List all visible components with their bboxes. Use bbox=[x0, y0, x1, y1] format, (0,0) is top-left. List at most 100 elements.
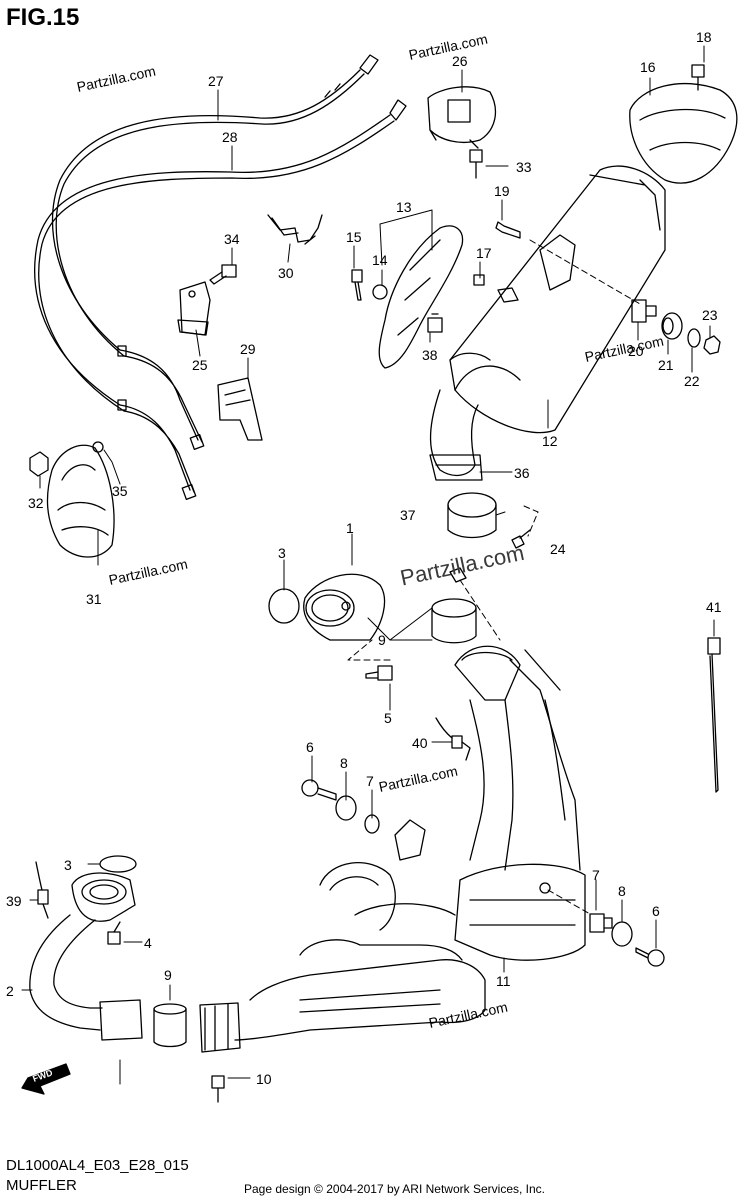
callout: 21 bbox=[658, 357, 674, 373]
bolt-10 bbox=[211, 1075, 225, 1103]
svg-text:Partzilla.com: Partzilla.com bbox=[583, 333, 665, 365]
sensor-40 bbox=[435, 717, 471, 761]
callout: 20 bbox=[628, 343, 644, 359]
cable-28 bbox=[34, 99, 407, 412]
callout: 5 bbox=[384, 710, 392, 726]
washer-22 bbox=[687, 328, 701, 348]
callout: 35 bbox=[112, 483, 128, 499]
callout: 25 bbox=[192, 357, 208, 373]
bolt-18 bbox=[691, 64, 705, 91]
svg-text:Partzilla.com: Partzilla.com bbox=[407, 31, 489, 63]
exhaust-pipe-2 bbox=[29, 872, 143, 1041]
callout: 32 bbox=[28, 495, 44, 511]
callout: 6 bbox=[652, 903, 660, 919]
callout: 24 bbox=[550, 541, 566, 557]
exploded-parts-diagram: Partzilla.com Partzilla.com Partzilla.co… bbox=[6, 29, 738, 1103]
diagram-code: DL1000AL4_E03_E28_015 bbox=[6, 1157, 189, 1174]
cable-lower-ends bbox=[119, 349, 203, 493]
gasket-3-upper bbox=[268, 588, 300, 624]
callout: 10 bbox=[256, 1071, 272, 1087]
connector-9-upper bbox=[431, 598, 477, 644]
callout: 12 bbox=[542, 433, 558, 449]
page-footer: Page design © 2004-2017 by ARI Network S… bbox=[244, 1182, 546, 1196]
callout: 13 bbox=[396, 199, 412, 215]
nut-17 bbox=[473, 274, 485, 286]
callout: 23 bbox=[702, 307, 718, 323]
callout: 34 bbox=[224, 231, 240, 247]
svg-text:Partzilla.com: Partzilla.com bbox=[377, 763, 459, 795]
callout: 1 bbox=[346, 520, 354, 536]
sensor-39 bbox=[35, 861, 49, 919]
watermark-faint: Partzilla.com Partzilla.com Partzilla.co… bbox=[75, 31, 665, 1031]
callout: 19 bbox=[494, 183, 510, 199]
gasket-37 bbox=[447, 492, 497, 539]
nut-23 bbox=[703, 335, 721, 355]
damper-26 bbox=[427, 86, 497, 149]
callout: 11 bbox=[496, 973, 511, 989]
callout: 30 bbox=[278, 265, 294, 281]
heat-cover-31 bbox=[46, 444, 115, 558]
end-cap-16 bbox=[629, 82, 738, 184]
exhaust-pipe-11 bbox=[199, 645, 586, 1053]
bolt-19 bbox=[495, 221, 521, 239]
protector-13 bbox=[378, 225, 464, 369]
callout: 33 bbox=[516, 159, 532, 175]
callout: 40 bbox=[412, 735, 428, 751]
callout: 36 bbox=[514, 465, 530, 481]
callout-labels: 1 2 3 3 4 5 6 6 7 7 8 8 9 9 10 11 12 13 … bbox=[6, 29, 722, 1087]
callout: 41 bbox=[706, 599, 722, 615]
gasket-3-lower bbox=[99, 855, 137, 873]
bolt-34 bbox=[209, 264, 237, 285]
svg-text:Partzilla.com: Partzilla.com bbox=[75, 63, 157, 95]
clamp-30 bbox=[267, 214, 323, 245]
callout: 37 bbox=[400, 507, 416, 523]
svg-text:Partzilla.com: Partzilla.com bbox=[107, 556, 189, 588]
washer-14 bbox=[372, 284, 388, 300]
callout: 14 bbox=[372, 252, 388, 268]
bolt-33 bbox=[469, 149, 483, 179]
callout: 4 bbox=[144, 935, 152, 951]
bracket-25 bbox=[177, 281, 211, 336]
joint-pipe-1 bbox=[303, 573, 386, 641]
figure-title: FIG.15 bbox=[6, 4, 80, 31]
fwd-arrow-icon bbox=[21, 1063, 71, 1095]
callout: 2 bbox=[6, 983, 14, 999]
callout: 28 bbox=[222, 129, 238, 145]
washer-35 bbox=[92, 441, 104, 453]
callout: 27 bbox=[208, 73, 224, 89]
callout: 8 bbox=[618, 883, 626, 899]
bolt-15 bbox=[351, 269, 363, 301]
bolt-6-lower bbox=[635, 947, 665, 967]
bracket-29 bbox=[217, 377, 263, 441]
connector-9-lower bbox=[153, 1003, 187, 1048]
nut-32 bbox=[29, 451, 49, 477]
callout: 18 bbox=[696, 29, 712, 45]
callout: 26 bbox=[452, 53, 468, 69]
bolt-24 bbox=[511, 529, 531, 549]
leader-lines bbox=[21, 45, 715, 1085]
muffler-12 bbox=[429, 165, 666, 481]
bolt-mid bbox=[449, 567, 467, 583]
callout: 9 bbox=[164, 967, 172, 983]
callout: 15 bbox=[346, 229, 362, 245]
callout: 3 bbox=[64, 857, 72, 873]
callout: 39 bbox=[6, 893, 22, 909]
bushing-38 bbox=[427, 313, 443, 333]
callout: 6 bbox=[306, 739, 314, 755]
callout: 7 bbox=[592, 867, 600, 883]
collar-20 bbox=[631, 299, 657, 323]
callout: 9 bbox=[378, 632, 386, 648]
bolt-5 bbox=[365, 665, 393, 681]
callout: 17 bbox=[476, 245, 492, 261]
bolt-4 bbox=[107, 921, 121, 945]
cable-tie-41 bbox=[707, 637, 721, 793]
callout: 22 bbox=[684, 373, 700, 389]
bolt-6-upper bbox=[301, 779, 337, 801]
callout: 31 bbox=[86, 591, 102, 607]
damper-8-lower bbox=[611, 921, 633, 947]
callout: 7 bbox=[366, 773, 374, 789]
section-title: MUFFLER bbox=[6, 1177, 77, 1194]
cable-27 bbox=[51, 54, 379, 357]
callout: 3 bbox=[278, 545, 286, 561]
rubber-21 bbox=[661, 312, 683, 340]
